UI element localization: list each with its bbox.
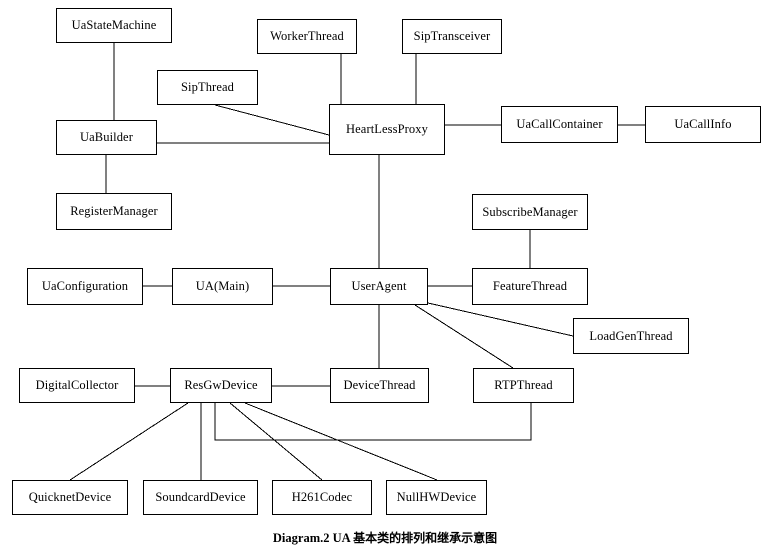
class-node-label: UaCallContainer (516, 117, 603, 132)
class-node-label: UaConfiguration (41, 279, 129, 294)
class-node-label: UaStateMachine (71, 18, 157, 33)
class-node-label: SipThread (181, 80, 234, 95)
edge-resgwdevice-to-nullhwdevice (244, 402, 438, 481)
class-node-label: WorkerThread (270, 29, 344, 44)
class-node-label: QuicknetDevice (28, 490, 112, 505)
class-node-label: UserAgent (351, 279, 407, 294)
class-node-label: H261Codec (291, 490, 353, 505)
edge-useragent-to-loadgenthread (427, 302, 574, 337)
class-node-uamain[interactable]: UA(Main) (172, 268, 273, 305)
class-node-uastatemachine[interactable]: UaStateMachine (56, 8, 172, 43)
class-node-useragent[interactable]: UserAgent (330, 268, 428, 305)
class-node-uacallinfo[interactable]: UaCallInfo (645, 106, 761, 143)
class-node-siptransceiver[interactable]: SipTransceiver (402, 19, 502, 54)
class-node-featurethread[interactable]: FeatureThread (472, 268, 588, 305)
class-node-label: DeviceThread (343, 378, 416, 393)
class-node-nullhwdevice[interactable]: NullHWDevice (386, 480, 487, 515)
edge-sipthread-to-heartlessproxy (214, 104, 330, 136)
class-node-label: DigitalCollector (35, 378, 119, 393)
edge-resgwdevice-to-h261codec (229, 402, 323, 481)
class-node-label: UA(Main) (195, 279, 250, 294)
class-node-label: SoundcardDevice (155, 490, 246, 505)
class-node-label: UaBuilder (80, 130, 133, 145)
edge-rtpthread-to-resgwdevice (214, 403, 532, 441)
class-node-devicethread[interactable]: DeviceThread (330, 368, 429, 403)
class-node-rtpthread[interactable]: RTPThread (473, 368, 574, 403)
class-node-heartlessproxy[interactable]: HeartLessProxy (329, 104, 445, 155)
class-node-label: RTPThread (494, 378, 553, 393)
class-node-subscribemanager[interactable]: SubscribeManager (472, 194, 588, 230)
class-node-uabuilder[interactable]: UaBuilder (56, 120, 157, 155)
class-node-label: SubscribeManager (482, 204, 578, 219)
figure-caption: Diagram.2 UA 基本类的排列和继承示意图 (0, 529, 770, 546)
class-node-uaconfiguration[interactable]: UaConfiguration (27, 268, 143, 305)
class-node-loadgenthread[interactable]: LoadGenThread (573, 318, 689, 354)
class-node-label: RegisterManager (70, 204, 158, 219)
class-node-label: NullHWDevice (396, 490, 477, 505)
class-node-soundcarddevice[interactable]: SoundcardDevice (143, 480, 258, 515)
class-node-resgwdevice[interactable]: ResGwDevice (170, 368, 272, 403)
caption-prefix: Diagram.2 UA (272, 531, 354, 545)
class-node-sipthread[interactable]: SipThread (157, 70, 258, 105)
edge-useragent-to-rtpthread (414, 304, 514, 369)
class-node-uacallcontainer[interactable]: UaCallContainer (501, 106, 618, 143)
class-node-label: HeartLessProxy (346, 122, 428, 137)
class-node-label: FeatureThread (492, 279, 568, 294)
class-node-quicknetdevice[interactable]: QuicknetDevice (12, 480, 128, 515)
class-node-label: LoadGenThread (589, 328, 673, 343)
class-node-label: SipTransceiver (413, 29, 491, 44)
class-node-digitalcollector[interactable]: DigitalCollector (19, 368, 135, 403)
class-node-label: ResGwDevice (184, 378, 258, 393)
class-node-workerthread[interactable]: WorkerThread (257, 19, 357, 54)
class-node-h261codec[interactable]: H261Codec (272, 480, 372, 515)
edge-resgwdevice-to-quicknetdevice (69, 402, 189, 481)
class-node-label: UaCallInfo (674, 117, 732, 132)
caption-chinese-text: 基本类的排列和继承示意图 (353, 531, 498, 545)
class-node-registermanager[interactable]: RegisterManager (56, 193, 172, 230)
